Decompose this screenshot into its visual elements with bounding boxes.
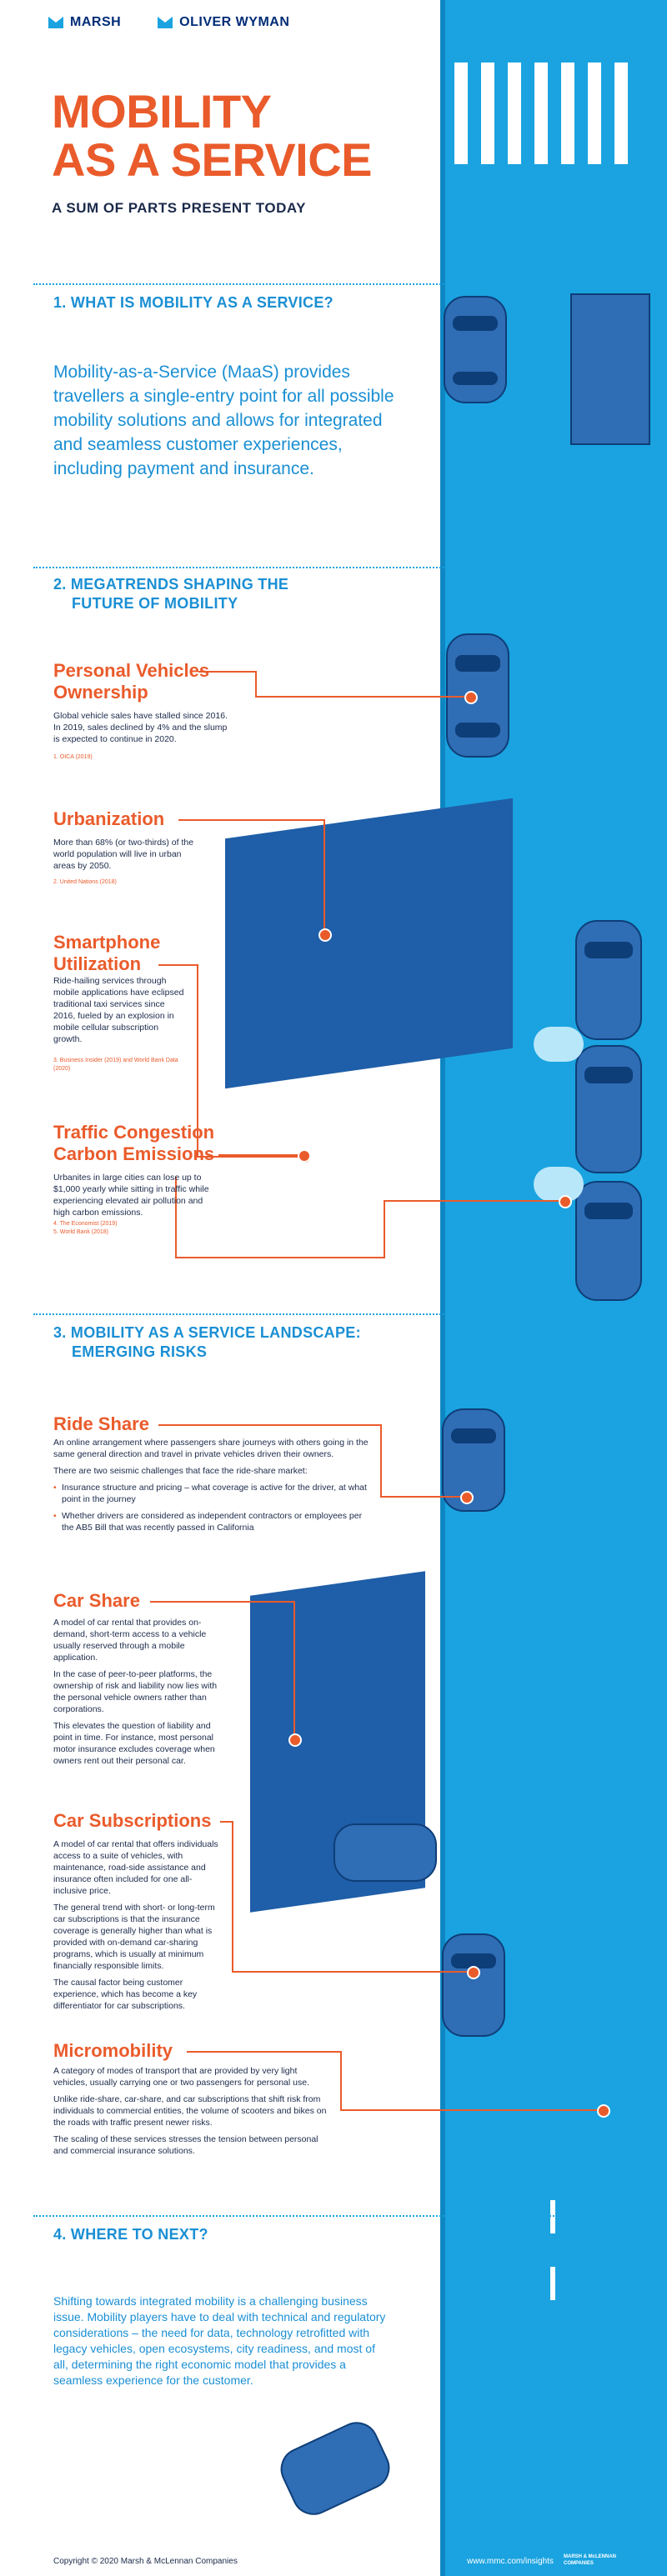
callout-dot — [298, 1149, 311, 1163]
risk-text: A category of modes of transport that ar… — [53, 2066, 327, 2156]
car-illustration — [442, 1933, 505, 2037]
footer-url[interactable]: www.mmc.com/insights — [467, 2557, 554, 2566]
leader-line — [218, 1154, 305, 1156]
callout-dot — [597, 2104, 610, 2118]
car-illustration — [575, 1045, 642, 1173]
building-illustration — [225, 798, 513, 1089]
leader-line — [340, 2109, 600, 2111]
leader-line — [197, 964, 198, 1156]
car-illustration — [575, 920, 642, 1040]
exhaust-cloud — [534, 1167, 584, 1202]
risk-text: A model of car rental that provides on-d… — [53, 1618, 218, 1766]
car-illustration — [446, 633, 509, 758]
car-illustration — [334, 1823, 437, 1882]
section-divider — [33, 1313, 667, 1315]
callout-dot — [460, 1491, 474, 1504]
leader-line — [150, 1601, 293, 1603]
leader-line — [232, 1821, 233, 1971]
section-1-title: 1. WHAT IS MOBILITY AS A SERVICE? — [53, 294, 334, 311]
leader-line — [384, 1200, 563, 1202]
marsh-logo-icon — [48, 17, 63, 28]
car-illustration — [444, 296, 507, 403]
megatrend-text: More than 68% (or two-thirds) of the wor… — [53, 838, 194, 871]
callout-dot — [559, 1195, 572, 1208]
source-note: 1. OICA (2019) — [53, 754, 93, 760]
oliver-wyman-logo: OLIVER WYMAN — [158, 15, 289, 30]
leader-line — [187, 2051, 342, 2053]
risk-bullet: Whether drivers are considered as indepe… — [53, 1510, 370, 1533]
risk-title-car-subscriptions: Car Subscriptions — [53, 1810, 212, 1831]
leader-line — [197, 1156, 303, 1158]
leader-line — [323, 819, 325, 934]
page-subtitle: A SUM OF PARTS PRESENT TODAY — [52, 200, 306, 216]
risk-title-micromobility: Micromobility — [53, 2040, 173, 2061]
section-divider — [33, 283, 667, 285]
leader-line — [380, 1496, 465, 1498]
megatrend-text: Urbanites in large cities can lose up to… — [53, 1173, 209, 1218]
leader-line — [220, 1821, 233, 1823]
footer-copyright: Copyright © 2020 Marsh & McLennan Compan… — [53, 2557, 238, 2566]
exhaust-cloud — [534, 1027, 584, 1062]
leader-line — [293, 1601, 295, 1738]
callout-dot — [288, 1733, 302, 1747]
mmc-logo: MARSH & McLENNAN COMPANIES — [564, 2554, 616, 2566]
section-4-text: Shifting towards integrated mobility is … — [53, 2294, 386, 2387]
header-logos: MARSH OLIVER WYMAN — [48, 15, 289, 30]
section-2-title: 2. MEGATRENDS SHAPING THE FUTURE OF MOBI… — [53, 576, 289, 612]
section-4-title: 4. WHERE TO NEXT? — [53, 2226, 208, 2243]
megatrend-text: Global vehicle sales have stalled since … — [53, 711, 228, 744]
callout-dot — [464, 691, 478, 704]
leader-line — [175, 1177, 177, 1258]
lane-marking — [550, 2200, 555, 2233]
megatrend-title: Urbanization — [53, 808, 165, 829]
leader-line — [232, 1971, 472, 1973]
risk-title-car-share: Car Share — [53, 1590, 140, 1611]
leader-line — [178, 819, 325, 821]
callout-dot — [318, 928, 332, 942]
leader-line — [380, 1424, 382, 1498]
leader-line — [255, 696, 470, 698]
leader-line — [255, 671, 257, 696]
car-illustration — [273, 2414, 397, 2523]
section-1-text: Mobility-as-a-Service (MaaS) provides tr… — [53, 363, 394, 478]
lane-marking — [550, 2267, 555, 2300]
oliver-wyman-logo-icon — [158, 17, 173, 28]
megatrend-text: Ride-hailing services through mobile app… — [53, 976, 184, 1044]
road-curb — [440, 0, 445, 2576]
risk-bullet: Insurance structure and pricing – what c… — [53, 1482, 370, 1505]
leader-line — [158, 964, 197, 966]
leader-line — [384, 1200, 385, 1258]
risk-title-ride-share: Ride Share — [53, 1413, 149, 1434]
car-illustration — [442, 1408, 505, 1512]
source-note: 2. United Nations (2018) — [53, 879, 117, 885]
marsh-logo: MARSH — [48, 15, 121, 30]
truck-illustration — [570, 293, 650, 445]
leader-line — [340, 2051, 342, 2111]
source-note: 3. Business Insider (2019) and World Ban… — [53, 1058, 178, 1072]
car-illustration — [575, 1181, 642, 1301]
callout-dot — [467, 1966, 480, 1979]
section-3-title: 3. MOBILITY AS A SERVICE LANDSCAPE: EMER… — [53, 1324, 361, 1360]
page-title: MOBILITY AS A SERVICE — [52, 85, 373, 186]
source-note: 5. World Bank (2018) — [53, 1229, 109, 1235]
risk-text: An online arrangement where passengers s… — [53, 1437, 370, 1533]
leader-line — [198, 671, 255, 673]
risk-text: A model of car rental that offers indivi… — [53, 1839, 218, 2011]
source-note: 4. The Economist (2019) — [53, 1221, 118, 1227]
section-divider — [33, 567, 667, 568]
leader-line — [158, 1424, 380, 1426]
leader-line — [175, 1257, 384, 1258]
section-divider — [33, 2215, 667, 2217]
